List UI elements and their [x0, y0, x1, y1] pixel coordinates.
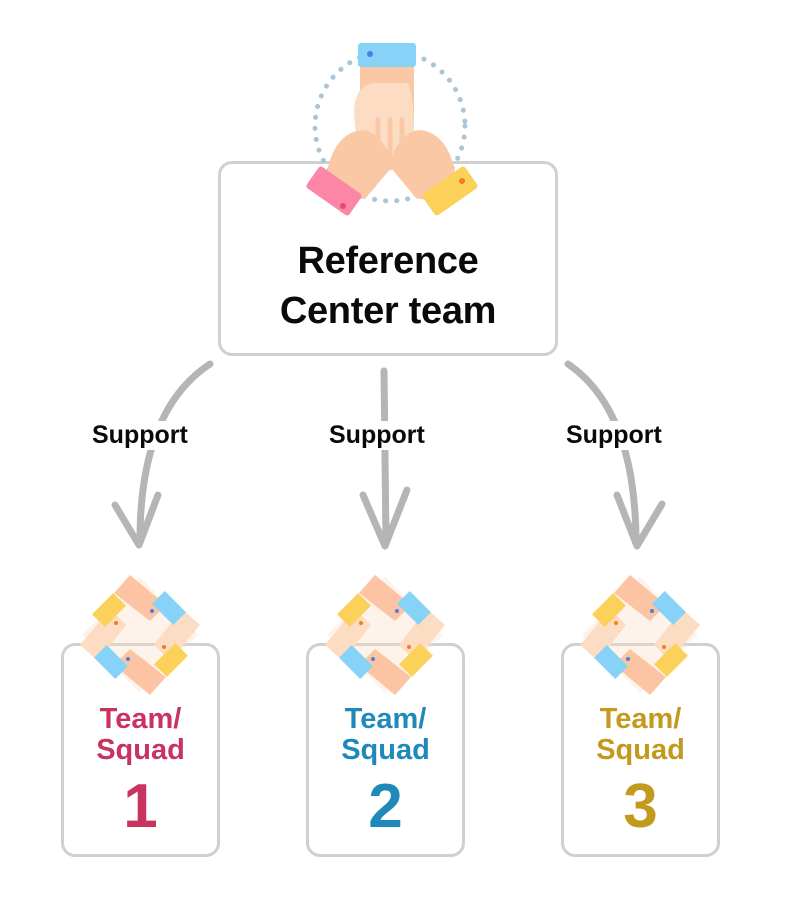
team-box-2: Team/ Squad 2	[306, 643, 465, 857]
arrowhead-team-2	[359, 486, 411, 550]
team-3-number: 3	[623, 772, 658, 841]
team-2-label-line-2: Squad	[341, 734, 430, 766]
arrowhead-team-1	[111, 491, 162, 549]
support-label-1: Support	[88, 421, 192, 450]
reference-center-box: Reference Center team	[218, 161, 558, 356]
support-label-2: Support	[325, 421, 429, 450]
team-2-label-line-1: Team/	[344, 703, 427, 735]
team-1-number: 1	[123, 772, 158, 841]
team-3-label: Team/ Squad	[564, 704, 717, 766]
hands-together-icon	[306, 43, 478, 216]
team-1-label-line-2: Squad	[96, 734, 185, 766]
team-1-label-line-1: Team/	[99, 703, 182, 735]
reference-center-title: Reference Center team	[221, 236, 555, 336]
teamwork-hands-icon-3	[580, 575, 700, 695]
title-line-2: Center team	[279, 290, 497, 332]
teamwork-hands-icon-2	[325, 575, 445, 695]
team-2-label: Team/ Squad	[309, 704, 462, 766]
arrowhead-team-3	[613, 491, 666, 550]
title-line-1: Reference	[297, 240, 479, 282]
team-1-label: Team/ Squad	[64, 704, 217, 766]
team-3-label-line-2: Squad	[596, 734, 685, 766]
support-label-3: Support	[562, 421, 666, 450]
arrow-to-team-2	[380, 367, 390, 546]
teamwork-hands-icon-1	[80, 575, 200, 695]
team-2-number: 2	[368, 772, 403, 841]
team-3-label-line-1: Team/	[599, 703, 682, 735]
